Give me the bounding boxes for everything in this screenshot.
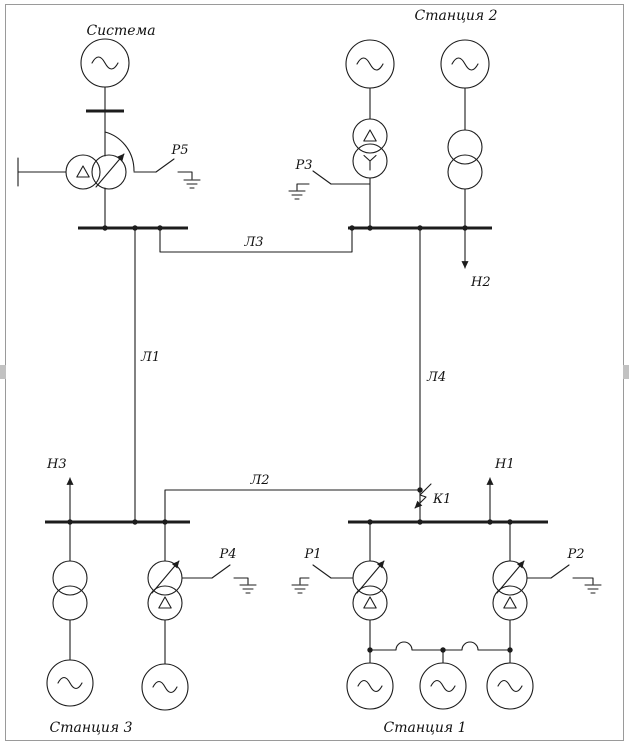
winding-circle [492, 585, 528, 621]
junction-dot [102, 225, 108, 231]
generator-station1-1 [346, 662, 394, 710]
station1-block: Н1 Р1 [291, 457, 602, 736]
disconnector-blade [299, 564, 354, 585]
tap-changer-arrow-icon [356, 560, 385, 594]
page-border [5, 4, 624, 741]
delta-winding-icon [158, 596, 172, 609]
generator-system [80, 38, 130, 88]
left-edge-mark [0, 365, 6, 379]
transformer-station2-2 [447, 129, 483, 190]
winding-circle [447, 129, 483, 165]
station2-title: Станция 2 [415, 8, 498, 24]
ground-icon [183, 179, 201, 189]
station2-block: Станция 2 Р3 Н2 [288, 8, 498, 290]
lightning-icon [414, 483, 432, 509]
system-block: Система Р5 [17, 23, 201, 229]
line-l4: Л4 [419, 227, 446, 523]
line-path [159, 227, 353, 253]
generator-station2-2 [440, 39, 490, 89]
system-title: Система [86, 23, 155, 39]
delta-winding-icon [503, 596, 517, 609]
wye-winding-icon [363, 154, 377, 171]
disconnector-p5: Р5 [133, 143, 201, 189]
winding-circle [352, 585, 388, 621]
winding-circle [52, 560, 88, 596]
winding-circle [52, 585, 88, 621]
winding-circle [352, 118, 388, 154]
junction-dot [367, 225, 373, 231]
disconnector-p1: Р1 [291, 547, 354, 594]
label-l3: Л3 [243, 235, 263, 250]
label-l1: Л1 [140, 350, 160, 365]
right-edge-mark [623, 365, 629, 379]
disconnector-blade [526, 564, 594, 585]
junction-dot [417, 487, 423, 493]
junction-dot [440, 647, 446, 653]
ground-icon [239, 584, 257, 594]
generator-tie-link [367, 641, 513, 664]
junction-dot [507, 647, 513, 653]
autotransformer-system [65, 153, 127, 190]
load-h3: Н3 [46, 457, 74, 523]
label-p1: Р1 [303, 547, 321, 562]
line-l2: Л2 [164, 473, 423, 523]
load-h2: Н2 [461, 227, 491, 290]
label-l4: Л4 [426, 370, 446, 385]
label-h1: Н1 [494, 457, 515, 472]
ground-icon [288, 190, 306, 200]
generator-station3-2 [141, 663, 189, 711]
delta-winding-icon [76, 165, 90, 178]
label-p2: Р2 [566, 547, 584, 562]
disconnector-p2: Р2 [526, 547, 602, 594]
station1-title: Станция 1 [384, 720, 467, 736]
line-l1: Л1 [134, 227, 160, 523]
ground-icon [291, 584, 309, 594]
station3-block: Н3 Р4 Станция 3 [46, 457, 257, 736]
delta-winding-icon [363, 596, 377, 609]
line-path [164, 489, 421, 523]
disconnector-blade [181, 564, 249, 585]
line-l3: Л3 [159, 227, 353, 253]
transformer-station2-1 [352, 118, 388, 179]
disconnector-blade [296, 170, 371, 191]
station3-title: Станция 3 [50, 720, 133, 736]
load-h1: Н1 [486, 457, 515, 523]
system-left-terminal [17, 157, 67, 187]
generator-station1-2 [419, 662, 467, 710]
junction-dot [462, 225, 468, 231]
transformer-station3-1 [52, 560, 88, 621]
transformer-station1-1 [352, 560, 388, 621]
label-l2: Л2 [249, 473, 269, 488]
junction-dot [367, 647, 373, 653]
winding-circle [447, 154, 483, 190]
label-k1: К1 [432, 492, 451, 507]
disconnector-blade [133, 158, 193, 180]
label-p3: Р3 [294, 158, 312, 173]
winding-circle [147, 585, 183, 621]
tap-changer-arrow-icon [151, 560, 180, 594]
generator-station1-3 [486, 662, 534, 710]
label-p5: Р5 [170, 143, 188, 158]
disconnector-p4: Р4 [181, 547, 257, 594]
winding-circle [91, 154, 127, 190]
tie-line-with-hops [369, 641, 511, 651]
label-h3: Н3 [46, 457, 67, 472]
autotransformer-arc [104, 131, 135, 172]
label-p4: Р4 [218, 547, 236, 562]
ground-icon [584, 584, 602, 594]
delta-winding-icon [363, 129, 377, 142]
disconnector-p3: Р3 [288, 158, 371, 200]
winding-circle [65, 154, 101, 190]
transformer-station3-2 [147, 560, 183, 621]
transformer-station1-2 [492, 560, 528, 621]
tap-changer-arrow-icon [496, 560, 525, 594]
generator-station3-1 [46, 659, 94, 707]
generator-station2-1 [345, 39, 395, 89]
fault-marker-k1: К1 [414, 483, 451, 509]
label-h2: Н2 [470, 275, 491, 290]
tap-changer-arrow-icon [95, 153, 125, 188]
